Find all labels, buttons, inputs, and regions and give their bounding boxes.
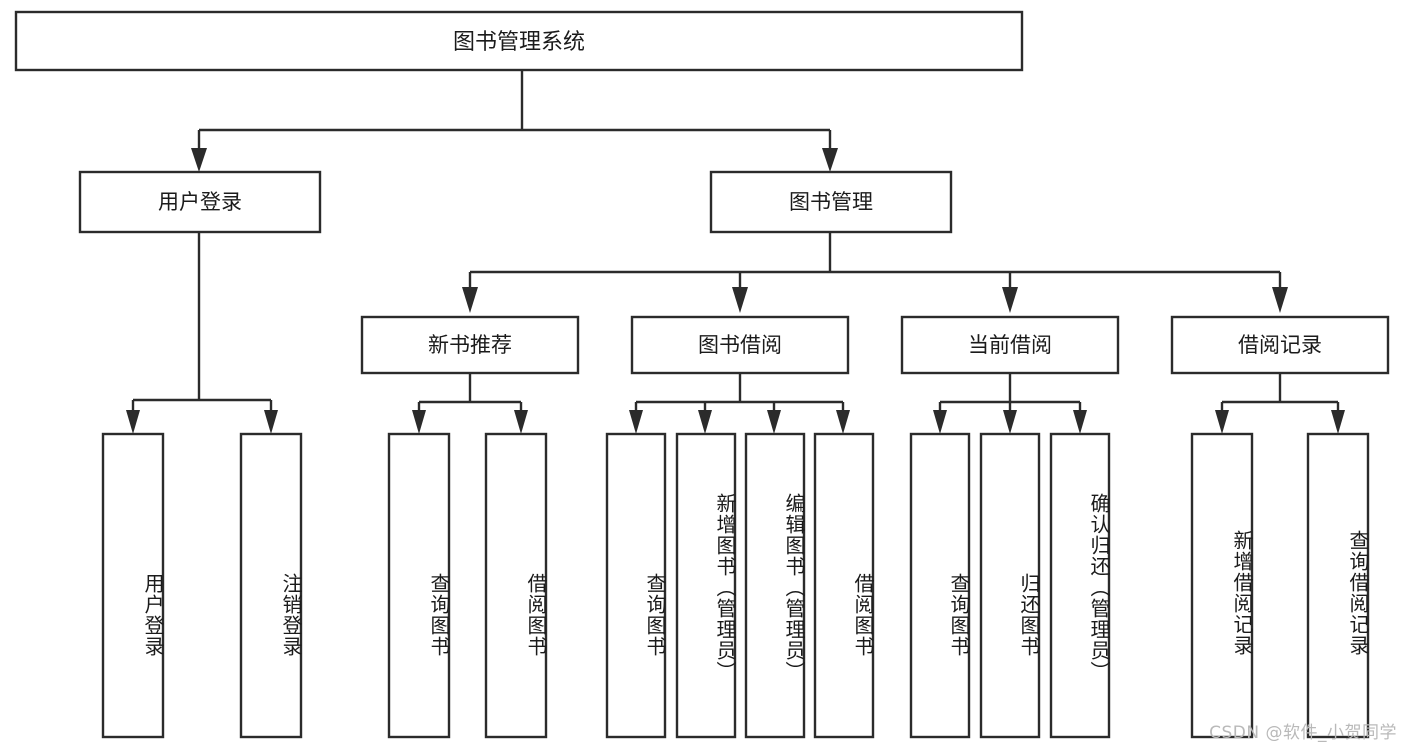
node-borrow-record[interactable]: 借阅记录 xyxy=(1170,315,1390,375)
node-leaf-borrow-book-2[interactable] xyxy=(813,432,875,739)
node-book-management[interactable]: 图书管理 xyxy=(709,170,953,234)
node-current-borrow[interactable]: 当前借阅 xyxy=(900,315,1120,375)
node-leaf-return-book[interactable] xyxy=(979,432,1041,739)
node-new-book-recommend-label: 新书推荐 xyxy=(428,333,512,357)
node-leaf-add-borrow-record[interactable] xyxy=(1190,432,1254,739)
node-leaf-query-book-2[interactable] xyxy=(605,432,667,739)
arrowhead-layer xyxy=(126,148,1345,434)
node-book-borrow-label: 图书借阅 xyxy=(698,333,782,357)
node-leaf-borrow-book-1[interactable] xyxy=(484,432,548,739)
arrow-down-icon xyxy=(264,410,278,434)
arrow-down-icon xyxy=(836,410,850,434)
arrow-down-icon xyxy=(1272,287,1288,313)
arrow-down-icon xyxy=(462,287,478,313)
arrow-down-icon xyxy=(629,410,643,434)
csdn-watermark: CSDN @软件_小贺同学 xyxy=(1209,723,1397,743)
arrow-down-icon xyxy=(514,410,528,434)
arrow-down-icon xyxy=(1215,410,1229,434)
arrow-down-icon xyxy=(698,410,712,434)
node-root-label: 图书管理系统 xyxy=(453,30,585,55)
node-leaf-query-book-1[interactable] xyxy=(387,432,451,739)
arrow-down-icon xyxy=(1073,410,1087,434)
node-current-borrow-label: 当前借阅 xyxy=(968,333,1052,357)
node-leaf-edit-book-admin[interactable] xyxy=(744,432,806,739)
arrow-down-icon xyxy=(191,148,207,172)
node-book-management-label: 图书管理 xyxy=(789,190,873,214)
arrow-down-icon xyxy=(732,287,748,313)
arrow-down-icon xyxy=(126,410,140,434)
node-new-book-recommend[interactable]: 新书推荐 xyxy=(360,315,580,375)
arrow-down-icon xyxy=(1331,410,1345,434)
arrow-down-icon xyxy=(1003,410,1017,434)
node-user-login[interactable]: 用户登录 xyxy=(78,170,322,234)
node-layer: 图书管理系统 用户登录 图书管理 新书推荐 图书借阅 当前 xyxy=(14,10,1390,739)
arrow-down-icon xyxy=(767,410,781,434)
arrow-down-icon xyxy=(933,410,947,434)
node-user-login-label: 用户登录 xyxy=(158,190,242,214)
node-leaf-query-book-3[interactable] xyxy=(909,432,971,739)
arrow-down-icon xyxy=(412,410,426,434)
node-leaf-confirm-return-admin[interactable] xyxy=(1049,432,1111,739)
node-leaf-query-borrow-record[interactable] xyxy=(1306,432,1370,739)
arrow-down-icon xyxy=(822,148,838,172)
node-leaf-add-book-admin[interactable] xyxy=(675,432,737,739)
node-book-borrow[interactable]: 图书借阅 xyxy=(630,315,850,375)
node-leaf-user-login[interactable] xyxy=(101,432,165,739)
node-root[interactable]: 图书管理系统 xyxy=(14,10,1024,72)
arrow-down-icon xyxy=(1002,287,1018,313)
node-borrow-record-label: 借阅记录 xyxy=(1238,333,1322,357)
node-leaf-logout-login[interactable] xyxy=(239,432,303,739)
